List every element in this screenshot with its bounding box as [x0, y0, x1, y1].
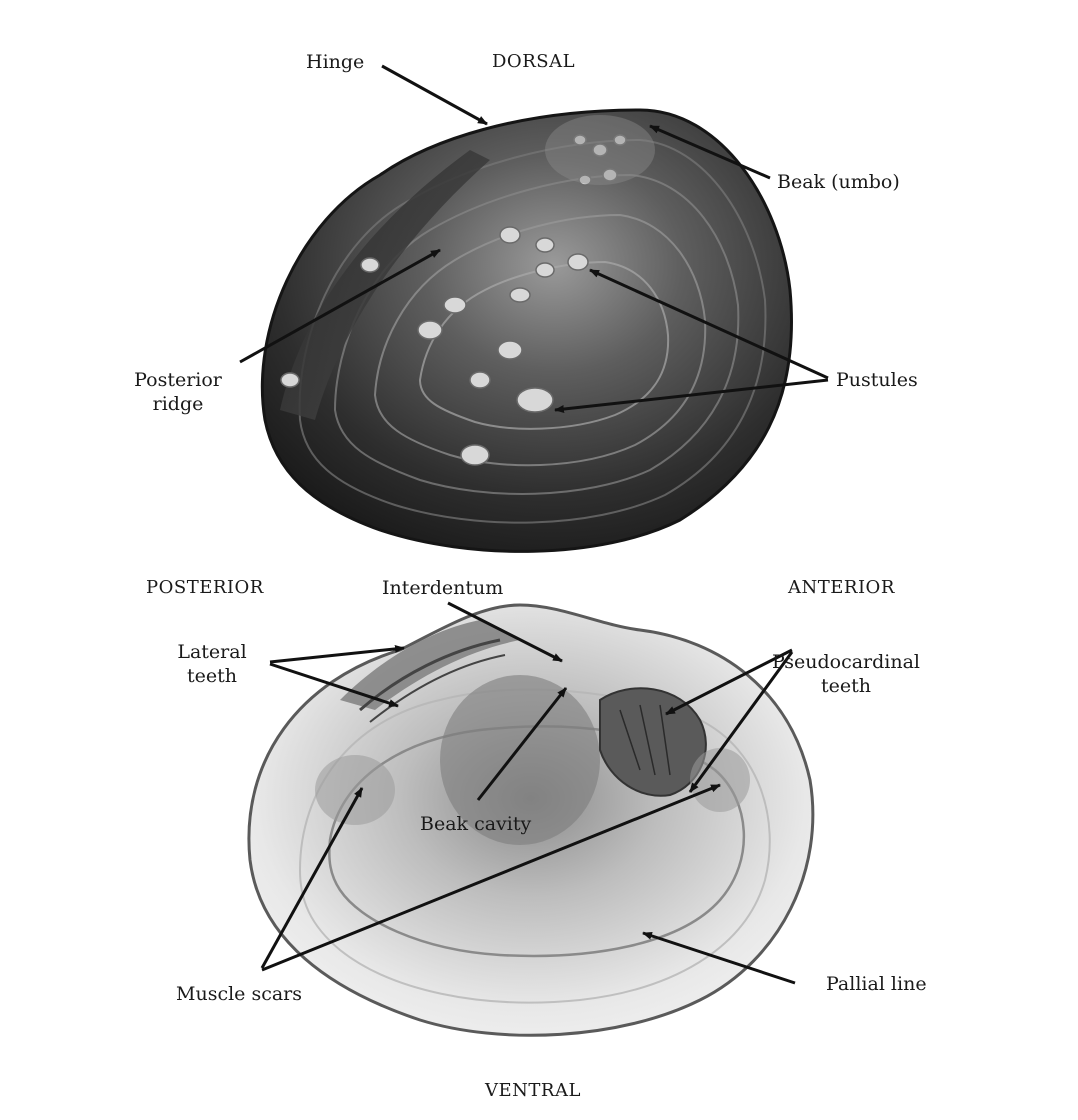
pustules-label: Pustules [836, 368, 918, 392]
lateral-teeth-label: Lateral teeth [162, 640, 262, 688]
hinge-arrow [382, 66, 487, 124]
interdentum-label: Interdentum [382, 576, 503, 600]
pseudocardinal-teeth-label-line-2: teeth [766, 674, 926, 698]
ventral-label: VENTRAL [485, 1079, 581, 1103]
dorsal-label: DORSAL [492, 50, 575, 74]
exterior-shell [262, 110, 791, 551]
pseudocardinal-teeth-label: Pseudocardinal teeth [766, 650, 926, 698]
beak [545, 115, 655, 185]
hinge-label: Hinge [306, 50, 364, 74]
posterior-label: POSTERIOR [146, 576, 264, 600]
pseudocardinal-teeth-label-line-1: Pseudocardinal [766, 650, 926, 674]
lateral-teeth-label-line-2: teeth [162, 664, 262, 688]
lateral-teeth-label-line-1: Lateral [162, 640, 262, 664]
muscle-scars-label: Muscle scars [176, 982, 302, 1006]
posterior-ridge-label-line-2: ridge [128, 392, 228, 416]
pallial-line-label: Pallial line [826, 972, 927, 996]
muscle-scar-posterior [315, 755, 395, 825]
beak-cavity-label: Beak cavity [420, 812, 531, 836]
anterior-label: ANTERIOR [788, 576, 895, 600]
beak-label: Beak (umbo) [777, 170, 900, 194]
posterior-ridge-label-line-1: Posterior [128, 368, 228, 392]
posterior-ridge-label: Posterior ridge [128, 368, 228, 416]
